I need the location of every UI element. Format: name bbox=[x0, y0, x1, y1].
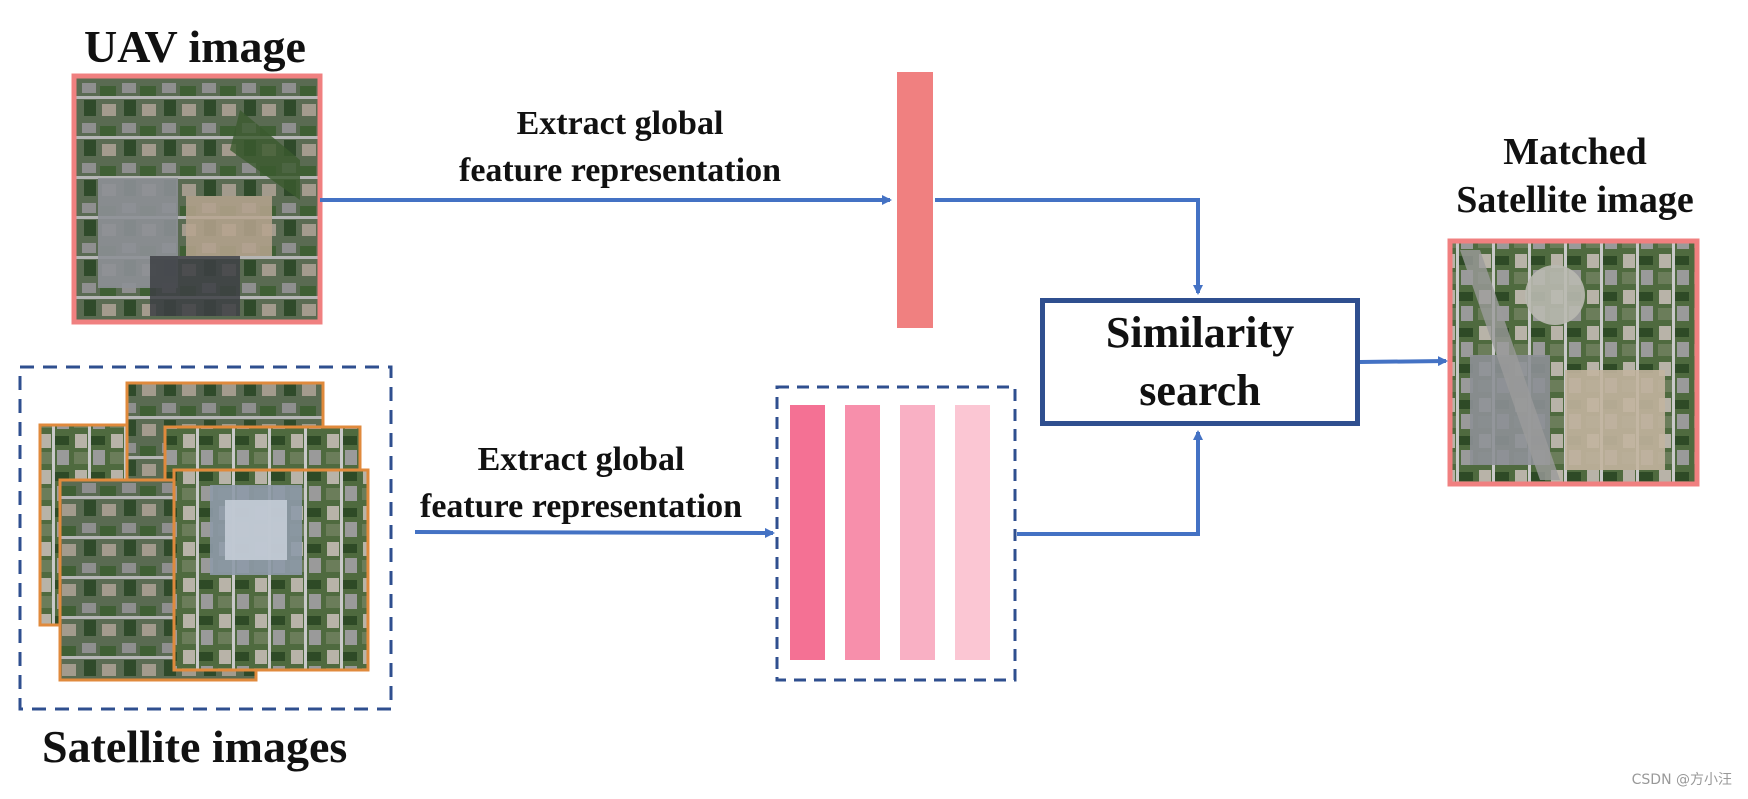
satellite-image-stack bbox=[18, 365, 393, 711]
feature-vector-3 bbox=[900, 405, 935, 660]
uav-image-title: UAV image bbox=[84, 21, 306, 72]
matched-title-line1: Matched bbox=[1503, 131, 1647, 173]
similarity-search-box: Similarity search bbox=[1040, 298, 1360, 426]
uav-image bbox=[71, 73, 323, 325]
similarity-line2: search bbox=[1139, 366, 1261, 415]
arrow-gallery-to-search bbox=[1017, 430, 1203, 536]
uav-feature-vector bbox=[897, 72, 933, 328]
watermark: CSDN @方小汪 bbox=[1631, 772, 1732, 788]
uav-extract-line1: Extract global bbox=[516, 105, 724, 142]
matched-title-line2: Satellite image bbox=[1456, 179, 1694, 221]
uav-extract-label: Extract global feature representation bbox=[430, 100, 810, 194]
arrow-satellite-to-features bbox=[414, 527, 775, 538]
matched-image-title: Matched Satellite image bbox=[1430, 128, 1720, 224]
satellite-images-title: Satellite images bbox=[42, 721, 348, 772]
uav-extract-line2: feature representation bbox=[459, 152, 781, 189]
flow-arrows bbox=[320, 195, 1448, 538]
sat-extract-line1: Extract global bbox=[477, 441, 685, 478]
arrow-search-to-match bbox=[1359, 356, 1448, 367]
sat-extract-line2: feature representation bbox=[420, 488, 742, 525]
arrow-uav-feature-to-search bbox=[935, 198, 1203, 295]
matched-satellite-image bbox=[1447, 238, 1700, 487]
feature-vector-4 bbox=[955, 405, 990, 660]
similarity-line1: Similarity bbox=[1105, 308, 1295, 357]
satellite-extract-label: Extract global feature representation bbox=[391, 436, 771, 530]
feature-vector-1 bbox=[790, 405, 825, 660]
feature-vector-2 bbox=[845, 405, 880, 660]
satellite-feature-vectors bbox=[775, 385, 1017, 682]
